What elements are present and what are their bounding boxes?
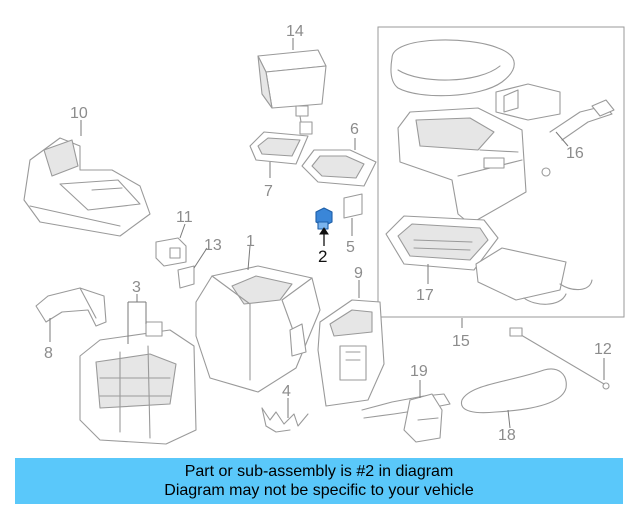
part-5-pad[interactable] xyxy=(343,193,363,219)
callout-10: 10 xyxy=(70,105,88,122)
parts-diagram: 14 10 6 7 16 11 13 1 5 2 9 3 17 15 12 8 … xyxy=(23,23,625,445)
part-15-armrest-lid[interactable] xyxy=(390,39,515,97)
callout-15: 15 xyxy=(452,333,470,350)
callout-4: 4 xyxy=(282,383,291,400)
part-12-cable[interactable] xyxy=(509,327,610,390)
callout-7: 7 xyxy=(264,183,273,200)
part-14-storage-tray[interactable] xyxy=(257,49,327,135)
callout-12: 12 xyxy=(594,341,612,358)
part-11-switch[interactable] xyxy=(155,237,187,267)
callout-19: 19 xyxy=(410,363,428,380)
part-15-hinge-body[interactable] xyxy=(397,107,527,225)
part-15-lower-plate[interactable] xyxy=(475,247,593,305)
part-9-rear-panel[interactable] xyxy=(317,299,385,407)
part-18-handle-cover[interactable] xyxy=(460,368,567,414)
callout-17: 17 xyxy=(416,287,434,304)
part-17-tray[interactable] xyxy=(385,215,499,271)
banner-line-2: Diagram may not be specific to your vehi… xyxy=(164,482,474,499)
callout-14: 14 xyxy=(286,23,304,40)
part-6-mat[interactable] xyxy=(301,149,377,187)
callout-13: 13 xyxy=(204,237,222,254)
callout-2: 2 xyxy=(318,247,327,266)
callout-8: 8 xyxy=(44,345,53,362)
part-16-handle[interactable] xyxy=(541,99,615,177)
part-3-frame[interactable] xyxy=(79,321,197,445)
part-7-mat[interactable] xyxy=(249,131,309,165)
assembly-15-box xyxy=(377,26,625,318)
callout-5: 5 xyxy=(346,239,355,256)
part-1-console-body[interactable] xyxy=(195,265,321,393)
callout-3: 3 xyxy=(132,279,141,296)
part-19-lever-bracket[interactable] xyxy=(361,393,451,443)
part-8-bracket[interactable] xyxy=(35,287,107,327)
part-13-connector[interactable] xyxy=(177,265,195,289)
banner-line-1: Part or sub-assembly is #2 in diagram xyxy=(184,463,454,480)
part-15-latch[interactable] xyxy=(495,83,561,121)
callout-6: 6 xyxy=(350,121,359,138)
callout-16: 16 xyxy=(566,145,584,162)
callout-18: 18 xyxy=(498,427,516,444)
callout-labels: 14 10 6 7 16 11 13 1 5 2 9 3 17 15 12 8 … xyxy=(44,23,612,444)
info-banner: Part or sub-assembly is #2 in diagram Di… xyxy=(15,458,623,504)
callout-11: 11 xyxy=(176,209,193,226)
part-4-wire-bracket[interactable] xyxy=(261,407,309,433)
callout-9: 9 xyxy=(354,265,363,282)
callout-leaders xyxy=(49,38,605,429)
callout-1: 1 xyxy=(246,233,255,250)
part-10-console-bracket[interactable] xyxy=(23,137,151,237)
part-2-clip[interactable] xyxy=(315,207,333,230)
